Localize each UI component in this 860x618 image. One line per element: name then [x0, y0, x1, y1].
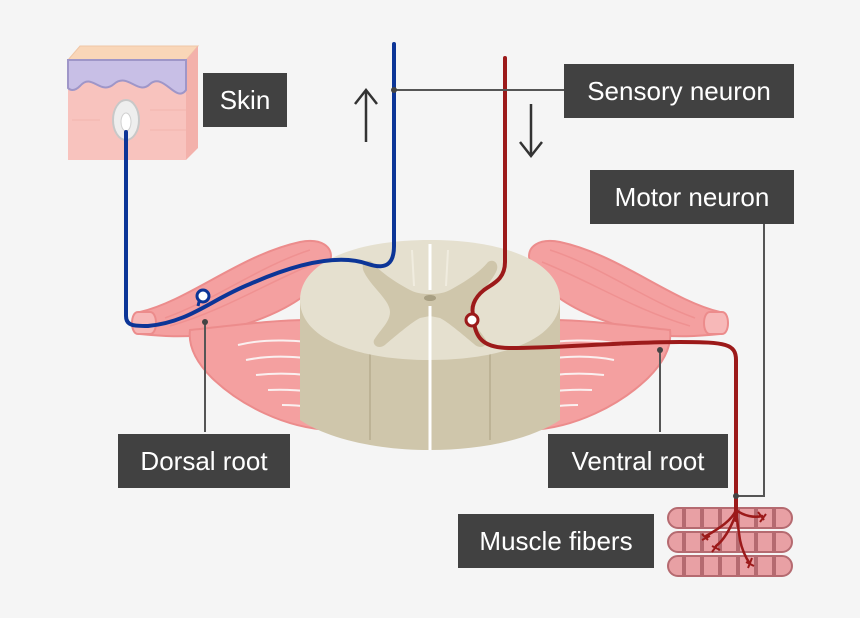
dorsal-root-label: Dorsal root [118, 434, 290, 488]
spinal-cord [300, 240, 560, 450]
skin-receptor-core [120, 112, 132, 132]
grey-matter [362, 260, 498, 347]
muscle-fibers [667, 507, 793, 577]
skin-texture-lines [72, 109, 186, 131]
right-lower-nerve-strands [517, 339, 623, 414]
sensory-neuron-axon [124, 42, 396, 329]
motor-neuron-cell-body [464, 312, 480, 328]
posterior-septum-lines [411, 249, 449, 287]
muscle-fiber-row-2 [667, 531, 793, 553]
muscle-fibers-label: Muscle fibers [458, 514, 654, 568]
central-canal [424, 295, 436, 301]
dorsal-root-ganglion-cell [195, 288, 211, 304]
sensory-neuron-label: Sensory neuron [564, 64, 794, 118]
left-root-stump [131, 311, 157, 335]
motor-neuron-label: Motor neuron [590, 170, 794, 224]
skin-top-face [66, 45, 200, 61]
left-lower-nerve-strands [237, 339, 343, 414]
motor-neuron-axon [472, 320, 738, 522]
muscle-fiber-row-3 [667, 555, 793, 577]
ventral-root-label: Ventral root [548, 434, 728, 488]
right-upper-nerve-strands [541, 249, 696, 327]
dorsal-root-leader-dot [202, 319, 208, 325]
skin-side-face [186, 46, 198, 160]
epidermis-layer [67, 59, 187, 95]
left-upper-nerve-strands [164, 249, 319, 327]
motor-neuron-leader-dot [733, 493, 739, 499]
ventral-root-leader-dot [657, 347, 663, 353]
motor-neuron-descending-axon [470, 56, 507, 320]
synaptic-terminals [701, 511, 767, 569]
skin-block [66, 45, 200, 160]
sensory-neuron-leader-dot [391, 87, 397, 93]
right-root-stump [703, 311, 729, 335]
motor-neuron-leader [736, 222, 765, 497]
skin-label: Skin [203, 73, 287, 127]
sensory-neuron [124, 42, 396, 329]
leader-lines [202, 87, 765, 499]
motor-neuron [464, 56, 767, 569]
down-arrow-icon [519, 104, 543, 159]
up-arrow-icon [354, 87, 378, 142]
neuromuscular-branches [704, 498, 764, 566]
